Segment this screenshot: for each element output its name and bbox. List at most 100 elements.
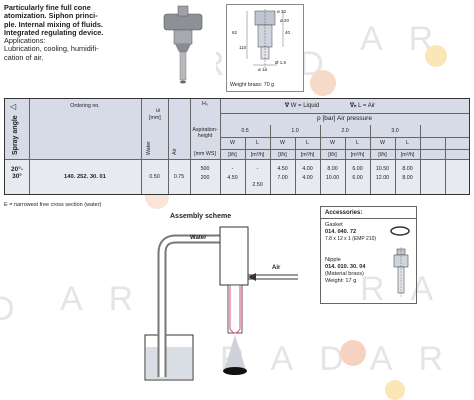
spec-table: ◁ Spray angle Ordering no. E [mm] Water …: [4, 98, 470, 195]
ordering-header: Ordering no.: [70, 103, 100, 109]
watermark-dot: [385, 380, 405, 400]
intro-text: Particularly fine full cone atomization.…: [4, 3, 154, 62]
unit-header: [l/h]: [328, 152, 337, 158]
assembly-scheme: Assembly scheme Water Air: [140, 205, 315, 385]
gasket-label: Gasket: [325, 222, 343, 228]
e-label: E: [155, 108, 162, 112]
pressure-value: 0.5: [241, 128, 249, 134]
applications-line: Lubrication, cooling, humidifi-: [4, 44, 99, 54]
watermark: RADAR: [220, 340, 469, 379]
value-cell: 4.50: [227, 175, 238, 181]
dim-label: 40: [285, 30, 291, 35]
value-cell: 4.00: [302, 166, 313, 172]
unit-header: [m³/h]: [250, 152, 265, 158]
wl-header: L: [256, 140, 259, 146]
wl-header: W: [380, 140, 385, 146]
intro-line: atomization. Siphon princi-: [4, 11, 98, 21]
watermark-dot: [425, 45, 447, 67]
unit-header: [m³/h]: [350, 152, 365, 158]
applications-label: Applications:: [4, 36, 46, 46]
value-cell: 6.00: [352, 175, 363, 181]
h0-header: H₀: [201, 101, 209, 107]
dim-label: ø 14: [258, 67, 268, 72]
value-cell: 4.50: [277, 166, 288, 172]
watermark-dot: [340, 340, 366, 366]
pressure-value: 2.0: [341, 128, 349, 134]
wl-header: W: [330, 140, 335, 146]
dim-label: 62: [232, 30, 238, 35]
legend-liquid: ∇ W = Liquid: [285, 103, 320, 109]
accessories-title: Accessories:: [325, 210, 363, 216]
intro-line: Integrated regulating device.: [4, 27, 104, 37]
dimension-drawing: ø 32 ø 20 40 62 110 ø 14 Ø 1.6 Weight br…: [226, 4, 304, 92]
aspiration-header-2: height: [197, 133, 213, 139]
watermark: AR: [60, 280, 160, 318]
air-label: Air: [272, 265, 281, 271]
ordering-cell: 140. 252. 30. 01: [64, 174, 106, 180]
value-cell: 12.00: [375, 175, 390, 181]
value-cell: 7.00: [277, 175, 288, 181]
watermark-dot: [310, 70, 336, 96]
wl-header: L: [306, 140, 309, 146]
nipple-material: (Material brass): [325, 271, 364, 277]
wl-header: W: [230, 140, 235, 146]
spray-angle-header: Spray angle: [12, 115, 19, 155]
intro-line: ple. Internal mixing of fluids.: [4, 19, 103, 29]
unit-header: [m³/h]: [300, 152, 315, 158]
value-cell: 8.00: [402, 166, 413, 172]
value-cell: 10.00: [325, 175, 340, 181]
pressure-value: 3.0: [391, 128, 399, 134]
value-cell: 8.00: [327, 166, 338, 172]
watermark: D: [0, 290, 41, 328]
nipple-icon: [393, 247, 409, 297]
water-label: Water: [190, 235, 207, 241]
dim-label: ø 20: [280, 18, 290, 23]
value-cell: 8.00: [402, 175, 413, 181]
assembly-title: Assembly scheme: [170, 213, 232, 220]
unit-header: [l/h]: [278, 152, 287, 158]
spray-angle-icon: ◁: [10, 102, 17, 111]
mm-ws-header: [mm WS]: [194, 151, 216, 157]
unit-header: [l/h]: [228, 152, 237, 158]
nipple-label: Nipple: [325, 257, 341, 263]
e-unit: [mm]: [149, 115, 161, 121]
watermark: AR: [360, 20, 460, 58]
h0-cell: 500: [200, 166, 210, 172]
unit-header: [m³/h]: [400, 152, 415, 158]
air-cell: 0.75: [173, 174, 185, 180]
footnote: E = narrowest free cross section (water): [4, 202, 102, 208]
gasket-icon: [390, 226, 410, 236]
watermark: RA: [360, 270, 460, 308]
wl-header: L: [406, 140, 409, 146]
dim-label: Ø 1.6: [275, 60, 287, 65]
value-cell: 4.00: [302, 175, 313, 181]
aspiration-header-1: Aspiration-: [192, 127, 218, 133]
wl-header: W: [280, 140, 285, 146]
nozzle-photo: [150, 4, 216, 86]
nipple-number: 014. 010. 30. 04: [325, 264, 366, 270]
dim-label: ø 32: [277, 9, 287, 14]
value-cell: 2.50: [252, 182, 263, 188]
unit-header: [l/h]: [378, 152, 387, 158]
value-cell: -: [256, 166, 259, 172]
applications-line: cation of air.: [4, 52, 44, 62]
accessories-box: Accessories: Gasket 014. 040. 72 7.8 x 1…: [320, 206, 417, 304]
gasket-size: 7.8 x 12 x 1 (EMP 210): [325, 236, 377, 242]
value-cell: 6.00: [352, 166, 363, 172]
weight-label: Weight brass: 70 g: [230, 82, 275, 88]
table-row: [5, 160, 469, 194]
h0-cell: 200: [200, 175, 210, 181]
legend-air: ∇ₙ L = Air: [350, 103, 376, 109]
pressure-title: p [bar] Air pressure: [317, 115, 372, 122]
value-cell: -: [231, 166, 234, 172]
dim-label: 110: [239, 45, 247, 50]
angle-cell: 20°- 30°: [11, 166, 23, 180]
pressure-value: 1.0: [291, 128, 299, 134]
nipple-weight: Weight: 17 g: [325, 278, 357, 284]
wl-header: L: [356, 140, 359, 146]
intro-line: Particularly fine full cone: [4, 3, 91, 12]
air-header: Air: [172, 148, 178, 155]
water-header: Water: [146, 141, 152, 155]
water-cell: 0.50: [149, 174, 160, 180]
value-cell: 10.50: [375, 166, 390, 172]
